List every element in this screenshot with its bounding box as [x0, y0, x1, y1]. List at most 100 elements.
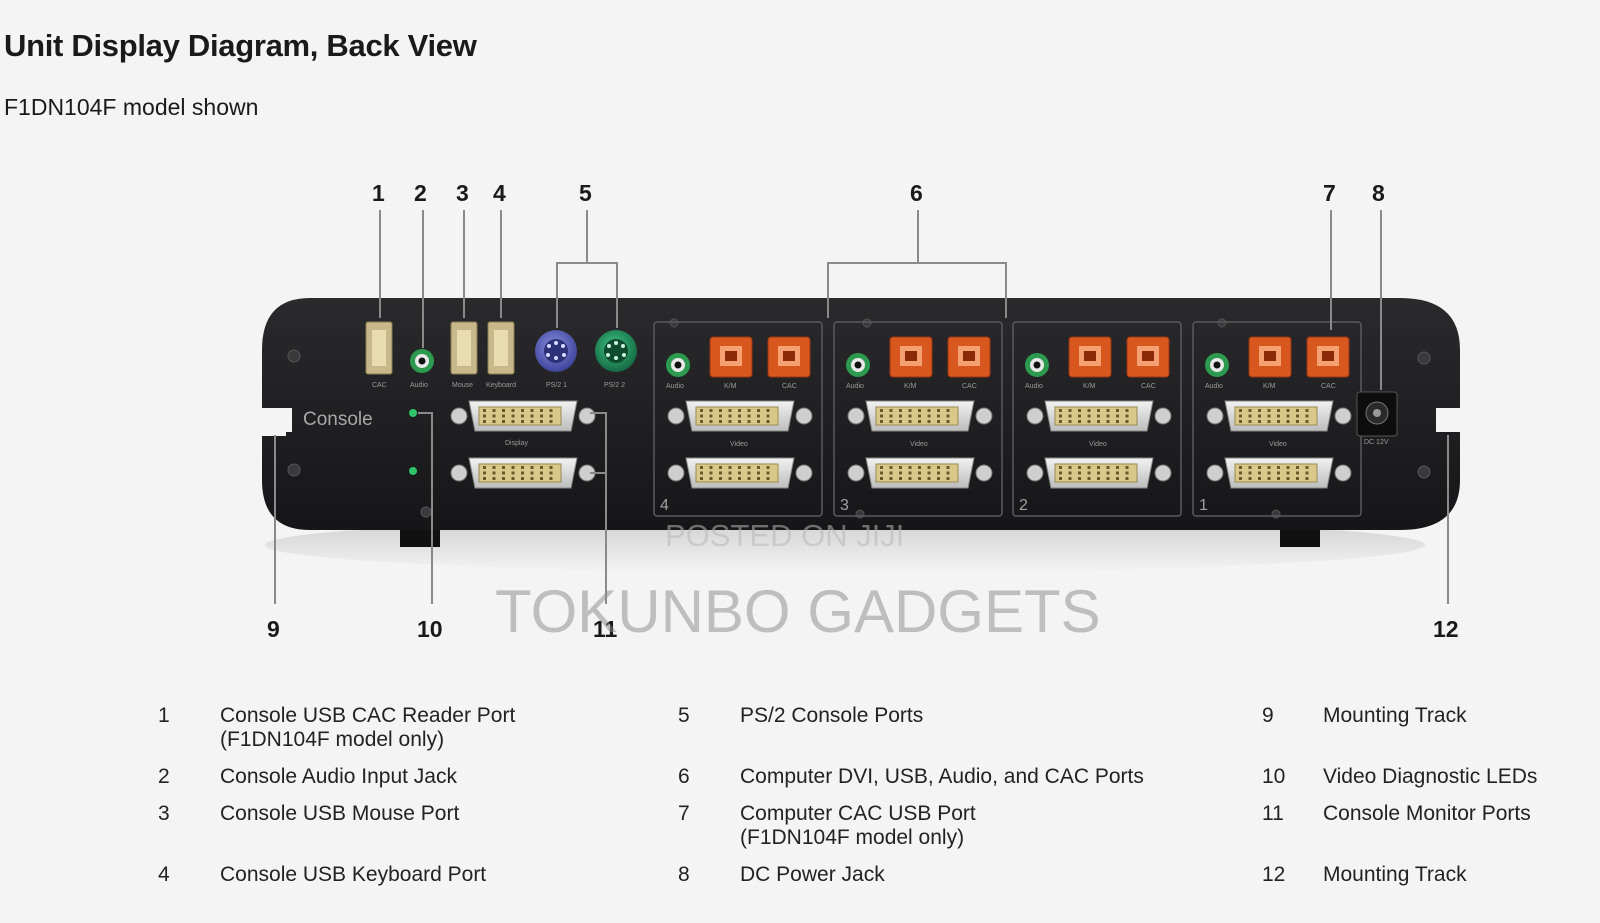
panel-4-dvi-port-2 [667, 457, 813, 489]
screws [287, 318, 1431, 519]
panel-1-usb-km-port [1248, 336, 1292, 378]
usb-cac-port [365, 321, 393, 375]
callout-7: 7 [1323, 180, 1336, 206]
device-foot-left [400, 525, 440, 547]
legend-line: PS/2 Console Ports [740, 704, 924, 727]
legend-line: Computer DVI, USB, Audio, and CAC Ports [740, 765, 1144, 788]
legend-text-8: DC Power Jack [740, 863, 885, 887]
callout-5: 5 [579, 180, 592, 206]
panel-4-video-label: Video [730, 441, 748, 448]
panel-1-video-label: Video [1269, 441, 1287, 448]
panel-1-audio-jack [1205, 353, 1229, 377]
legend-line: Computer CAC USB Port [740, 802, 976, 825]
panel-3-usb-cac-port [947, 336, 991, 378]
panel-2-dvi-port-2 [1026, 457, 1172, 489]
watermark-posted: POSTED ON JIJI [665, 518, 904, 553]
panel-1-cac-label: CAC [1321, 383, 1336, 390]
callout-1: 1 [372, 180, 385, 206]
legend-number-10: 10 [1262, 765, 1286, 788]
console-dvi-port-1 [450, 400, 596, 432]
panel-1-dvi-port-2 [1206, 457, 1352, 489]
mounting-track-right [1436, 408, 1466, 432]
callout-11: 11 [593, 616, 618, 642]
ps2-1-label: PS/2 1 [546, 382, 567, 389]
legend-number-8: 8 [678, 863, 690, 886]
callout-10: 10 [417, 616, 443, 642]
legend-text-5: PS/2 Console Ports [740, 704, 923, 728]
legend-text-6: Computer DVI, USB, Audio, and CAC Ports [740, 765, 1144, 789]
legend-number-1: 1 [158, 704, 170, 727]
panel-3-dvi-port-1 [847, 400, 993, 432]
legend-line: Console Monitor Ports [1323, 802, 1531, 825]
panel-2-cac-label: CAC [1141, 383, 1156, 390]
usb-keyboard-port [487, 321, 515, 375]
ps2-port-2 [595, 330, 637, 372]
legend-line: Video Diagnostic LEDs [1323, 765, 1538, 788]
callout-8: 8 [1372, 180, 1385, 206]
legend-line: Console USB Mouse Port [220, 802, 460, 825]
panel-4-usb-km-port [709, 336, 753, 378]
legend-line: Mounting Track [1323, 863, 1467, 886]
legend-number-4: 4 [158, 863, 170, 886]
legend-number-9: 9 [1262, 704, 1274, 727]
panel-4-audio-label: Audio [666, 383, 684, 390]
legend-line: Mounting Track [1323, 704, 1467, 727]
panel-3-usb-km-port [889, 336, 933, 378]
dc-power-jack [1356, 391, 1398, 437]
legend-line: Console USB Keyboard Port [220, 863, 487, 886]
callout-numbers: 1 2 3 4 5 6 7 8 9 10 11 12 [267, 180, 1459, 642]
panel-4-audio-jack [666, 353, 690, 377]
ps2-port-1 [535, 330, 577, 372]
callout-leader-lines [274, 210, 1449, 604]
mounting-track-left [262, 408, 292, 432]
legend-number-3: 3 [158, 802, 170, 825]
legend-number-12: 12 [1262, 863, 1286, 886]
usb-keyboard-label: Keyboard [486, 382, 516, 389]
page-title: Unit Display Diagram, Back View [4, 28, 477, 63]
console-dvi-port-2 [450, 457, 596, 489]
legend-line: Console USB CAC Reader Port [220, 704, 516, 727]
usb-mouse-port [450, 321, 478, 375]
display-label: Display [505, 440, 528, 447]
panel-number-3: 3 [840, 497, 849, 514]
panel-3-km-label: K/M [904, 383, 917, 390]
legend-text-7: Computer CAC USB Port(F1DN104F model onl… [740, 802, 976, 850]
legend-number-11: 11 [1262, 802, 1284, 825]
legend-line: (F1DN104F model only) [220, 728, 445, 751]
panel-2-usb-cac-port [1126, 336, 1170, 378]
legend-number-6: 6 [678, 765, 690, 788]
panel-2-km-label: K/M [1083, 383, 1096, 390]
device-shadow [265, 517, 1425, 573]
device-back-view-diagram: Console CAC Audio Mouse Keyboard PS/2 1 … [262, 180, 1466, 645]
legend-line: Console Audio Input Jack [220, 765, 457, 788]
page-subtitle: F1DN104F model shown [4, 94, 259, 120]
legend-number-2: 2 [158, 765, 170, 788]
callout-2: 2 [414, 180, 427, 206]
panel-4-km-label: K/M [724, 383, 737, 390]
panel-1-audio-label: Audio [1205, 383, 1223, 390]
watermark-brand: TOKUNBO GADGETS [495, 578, 1101, 645]
callout-3: 3 [456, 180, 469, 206]
usb-cac-label: CAC [372, 382, 387, 389]
usb-mouse-label: Mouse [452, 382, 473, 389]
panel-number-1: 1 [1199, 497, 1208, 514]
diagnostic-led-bottom [409, 467, 417, 475]
legend-text-11: Console Monitor Ports [1323, 802, 1531, 826]
panel-3-audio-label: Audio [846, 383, 864, 390]
console-label: Console [303, 409, 373, 430]
device-foot-right [1280, 525, 1320, 547]
panel-2-audio-jack [1025, 353, 1049, 377]
panel-3-video-label: Video [910, 441, 928, 448]
dc-label: DC 12V [1364, 439, 1389, 446]
legend-text-12: Mounting Track [1323, 863, 1467, 887]
audio-console-label: Audio [410, 382, 428, 389]
legend-text-10: Video Diagnostic LEDs [1323, 765, 1537, 789]
legend-number-5: 5 [678, 704, 690, 727]
callout-9: 9 [267, 616, 280, 642]
legend-number-7: 7 [678, 802, 690, 825]
